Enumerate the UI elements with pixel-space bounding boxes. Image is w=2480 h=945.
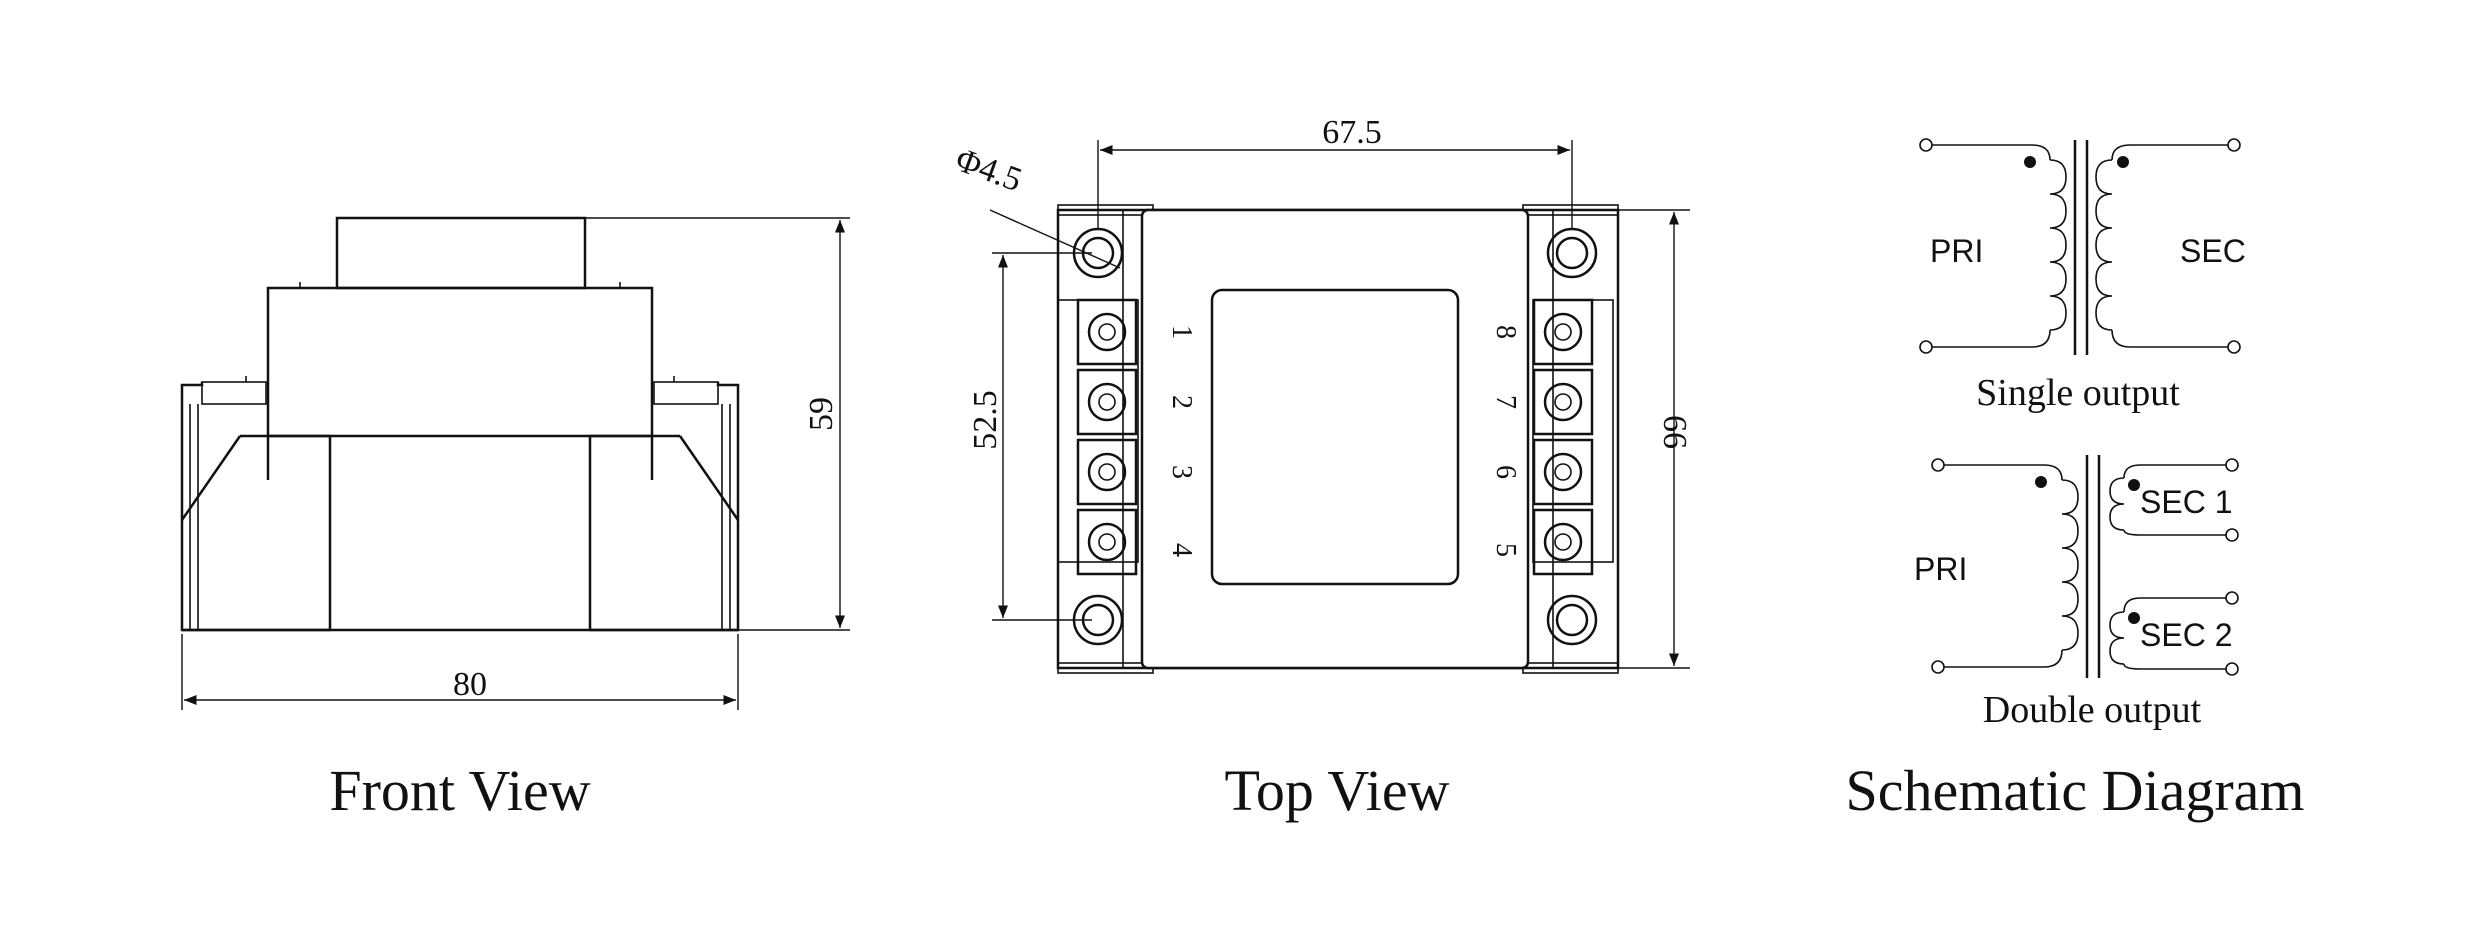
front-top-cap xyxy=(335,216,587,290)
secondary-winding xyxy=(2095,159,2113,331)
hole-diameter-label: Φ4.5 xyxy=(951,141,1027,199)
pin-label-3: 3 xyxy=(1166,465,1197,479)
terminal-3 xyxy=(1076,438,1138,506)
terminal-7 xyxy=(1532,368,1594,436)
terminal-4 xyxy=(1076,508,1138,576)
schematic-single-output xyxy=(1919,138,2241,355)
primary-dot xyxy=(2024,156,2036,168)
top-window xyxy=(1210,288,1460,586)
top-view-caption: Top View xyxy=(1225,758,1450,823)
top-height-dimension xyxy=(1618,209,1690,669)
double-output-title: Double output xyxy=(1983,689,2202,731)
right-terminal-strip xyxy=(1532,298,1614,576)
secondary-1-winding xyxy=(2109,477,2125,531)
front-view xyxy=(180,216,850,710)
sec-2-label: SEC 2 xyxy=(2140,617,2232,653)
left-terminal-strip xyxy=(1057,298,1139,576)
terminal-6 xyxy=(1532,438,1594,506)
terminal-1 xyxy=(1076,298,1138,366)
top-width-dimension xyxy=(1097,140,1573,230)
schematic-caption: Schematic Diagram xyxy=(1846,758,2305,823)
front-core-body xyxy=(266,286,654,438)
top-mount-dimension xyxy=(992,252,1092,621)
secondary-2-winding xyxy=(2109,611,2125,665)
top-mount-spacing-label: 52.5 xyxy=(967,390,1004,450)
front-width-label: 80 xyxy=(453,666,487,703)
pin-label-4: 4 xyxy=(1166,543,1197,557)
double-pri-label: PRI xyxy=(1914,551,1967,587)
pin-label-8: 8 xyxy=(1490,325,1521,339)
top-height-label: 66 xyxy=(1656,415,1693,449)
terminal-8 xyxy=(1532,298,1594,366)
single-sec-label: SEC xyxy=(2180,233,2246,269)
terminal-5 xyxy=(1532,508,1594,576)
front-height-label: 59 xyxy=(803,397,840,431)
front-height-dimension xyxy=(585,217,850,631)
pin-label-5: 5 xyxy=(1490,543,1521,557)
pin-label-6: 6 xyxy=(1490,465,1521,479)
sec-1-label: SEC 1 xyxy=(2140,484,2232,520)
terminal-2 xyxy=(1076,368,1138,436)
front-left-terminal xyxy=(180,376,332,632)
hole-leader-line xyxy=(989,209,1121,269)
single-pri-label: PRI xyxy=(1930,233,1983,269)
primary-winding xyxy=(2049,159,2067,331)
double-primary-dot xyxy=(2035,476,2047,488)
pin-label-1: 1 xyxy=(1166,325,1197,339)
secondary-1-dot xyxy=(2128,479,2140,491)
secondary-2-dot xyxy=(2128,612,2140,624)
double-primary-winding xyxy=(2061,479,2079,651)
front-view-caption: Front View xyxy=(329,758,590,823)
mounting-hole-top-right xyxy=(1546,227,1598,279)
single-output-title: Single output xyxy=(1976,372,2180,414)
top-core-body xyxy=(1140,208,1530,670)
pin-label-2: 2 xyxy=(1166,395,1197,409)
pin-label-7: 7 xyxy=(1490,395,1521,409)
top-view xyxy=(989,140,1690,674)
front-width-dimension xyxy=(181,634,739,710)
mounting-hole-bottom-right xyxy=(1546,594,1598,646)
top-width-label: 67.5 xyxy=(1322,114,1382,151)
secondary-dot xyxy=(2117,156,2129,168)
front-right-terminal xyxy=(588,376,740,632)
schematic-double-output xyxy=(1931,455,2239,678)
